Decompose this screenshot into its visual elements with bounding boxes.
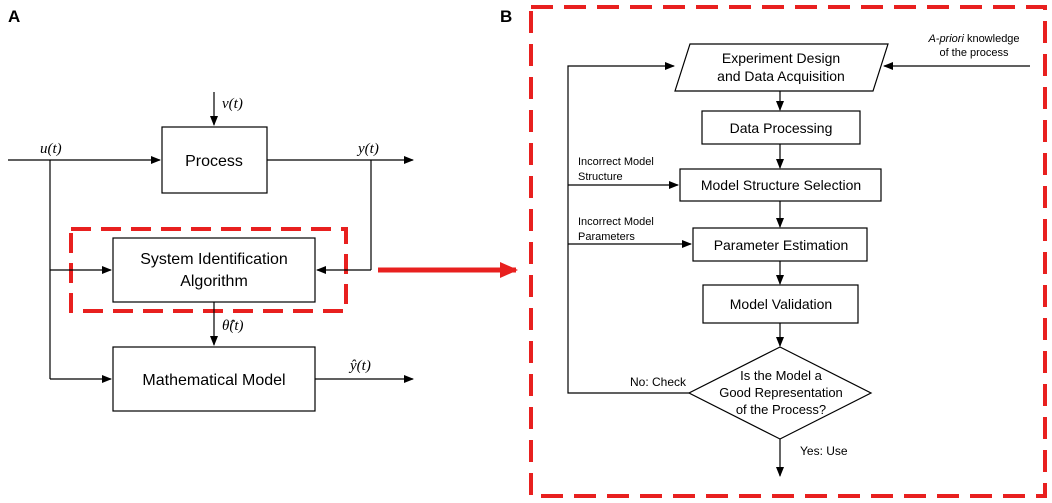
decision-line3: of the Process?	[736, 402, 826, 417]
parameter-estimation-box	[692, 227, 868, 262]
no-check-label: No: Check	[630, 375, 687, 389]
yes-use-label: Yes: Use	[800, 444, 848, 458]
incorrect-params-line1: Incorrect Model	[578, 216, 654, 228]
decision-line1: Is the Model a	[740, 368, 822, 383]
apriori-line2: of the process	[939, 47, 1009, 59]
parameter-estimation-label: Parameter Estimation	[714, 237, 849, 253]
theta-hat-label: θ̂(t)	[222, 318, 244, 334]
disturbance-v-label: v(t)	[222, 96, 243, 112]
decision-line2: Good Representation	[719, 385, 843, 400]
panel-b-label: B	[500, 7, 512, 26]
no-feedback-line	[567, 62, 689, 394]
panel-a: Process System Identification Algorithm …	[8, 92, 414, 412]
output-y-label: y(t)	[356, 141, 379, 157]
model-structure-box	[679, 168, 882, 202]
sysid-label-line1: System Identification	[140, 251, 288, 268]
incorrect-structure-line2: Structure	[578, 171, 623, 183]
input-u-label: u(t)	[40, 141, 62, 157]
apriori-line1: A-priori knowledge	[927, 33, 1019, 45]
process-box	[161, 126, 268, 194]
panel-b: Experiment Design and Data Acquisition A…	[567, 33, 1030, 477]
data-processing-label: Data Processing	[730, 120, 833, 136]
highlight-box-b	[529, 5, 1047, 498]
incorrect-structure-line1: Incorrect Model	[578, 156, 654, 168]
experiment-design-line1: Experiment Design	[722, 50, 840, 66]
sysid-box	[112, 237, 316, 303]
data-processing-box	[701, 110, 861, 145]
math-model-box	[112, 346, 316, 412]
process-label: Process	[185, 153, 243, 170]
apriori-rest: knowledge	[964, 33, 1020, 45]
model-validation-box	[702, 284, 859, 324]
y-hat-label: ŷ(t)	[348, 358, 371, 374]
model-validation-label: Model Validation	[730, 296, 832, 312]
apriori-italic: A-priori	[927, 33, 964, 45]
experiment-design-line2: and Data Acquisition	[717, 68, 845, 84]
model-structure-label: Model Structure Selection	[701, 177, 861, 193]
math-model-label: Mathematical Model	[142, 372, 285, 389]
incorrect-params-line2: Parameters	[578, 231, 635, 243]
experiment-design-box	[674, 43, 889, 92]
sysid-label-line2: Algorithm	[180, 273, 248, 290]
panel-a-label: A	[8, 7, 20, 26]
